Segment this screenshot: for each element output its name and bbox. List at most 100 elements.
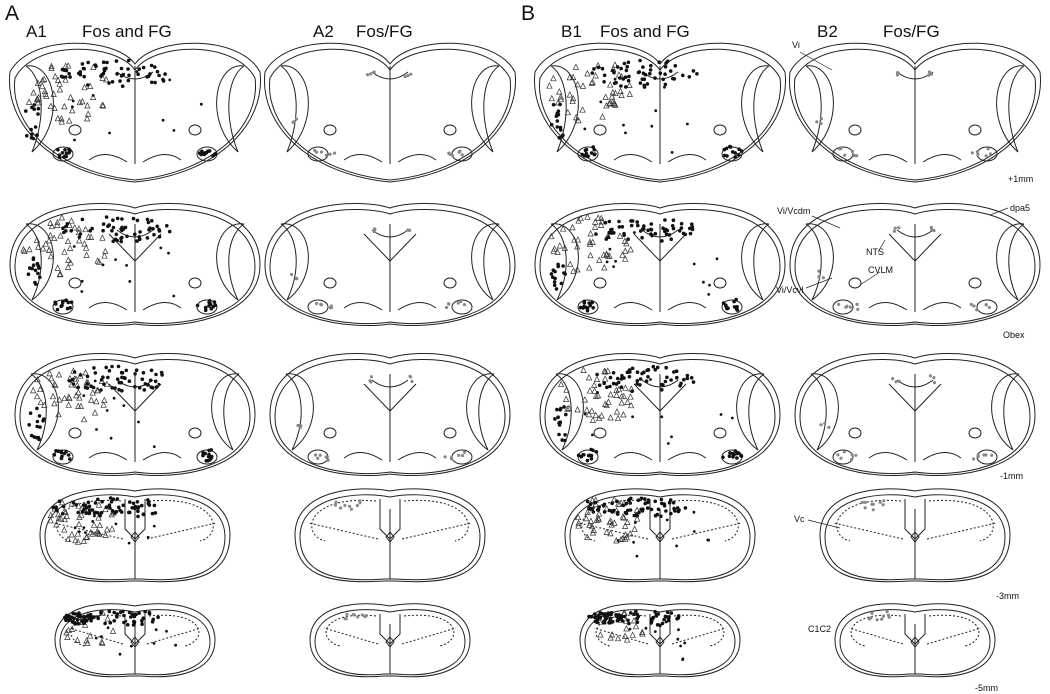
fos-marker: [609, 228, 613, 232]
fos-marker: [646, 228, 650, 233]
fg-marker: [606, 252, 613, 259]
fg-marker: [565, 404, 573, 411]
fos-marker: [649, 621, 653, 625]
fg-marker: [46, 369, 53, 377]
fos-marker: [644, 626, 648, 630]
fos-marker: [689, 376, 694, 380]
fos-marker: [117, 380, 122, 385]
fos-marker: [115, 497, 120, 501]
fos-marker: [76, 621, 81, 626]
double-label-marker: [462, 450, 467, 454]
fos-marker: [552, 280, 557, 284]
double-label-marker: [345, 612, 349, 617]
fos-marker: [651, 616, 655, 621]
fos-marker: [579, 454, 583, 459]
fos-marker: [733, 155, 737, 159]
fos-marker: [633, 521, 637, 524]
fos-marker: [639, 507, 643, 512]
fg-marker: [34, 375, 41, 383]
fos-marker: [104, 66, 108, 71]
fos-marker: [199, 102, 203, 106]
fg-marker: [622, 255, 629, 262]
fg-marker: [607, 414, 614, 421]
markers-a2-plus1mm: [291, 70, 464, 157]
fos-marker: [602, 73, 607, 78]
fg-marker: [47, 219, 54, 226]
fos-marker: [708, 283, 711, 287]
fos-marker: [592, 147, 596, 152]
double-label-marker: [878, 500, 882, 504]
fos-marker: [174, 643, 178, 647]
fos-marker: [112, 619, 116, 623]
fos-marker: [140, 377, 145, 382]
fos-marker: [651, 364, 656, 369]
fg-marker: [613, 386, 620, 393]
fg-marker: [80, 537, 87, 544]
fos-marker: [628, 627, 632, 631]
fos-marker: [146, 383, 150, 387]
fg-marker: [639, 630, 646, 637]
double-label-marker: [314, 150, 319, 154]
fg-marker: [47, 231, 54, 239]
fos-marker: [157, 227, 161, 232]
double-label-marker: [837, 302, 841, 306]
fos-marker: [632, 612, 636, 616]
fg-marker: [589, 496, 596, 504]
fg-marker: [555, 99, 562, 106]
double-label-marker: [881, 503, 885, 507]
fos-marker: [213, 303, 217, 308]
fos-marker: [653, 513, 658, 518]
fg-marker: [99, 74, 106, 81]
fos-marker: [32, 103, 36, 107]
fos-marker: [662, 502, 667, 506]
fos-marker: [72, 245, 76, 248]
double-label-marker: [291, 120, 295, 124]
fos-marker: [81, 66, 86, 71]
fos-marker: [685, 373, 690, 378]
fg-marker: [559, 225, 567, 232]
markers-a2-minus3mm: [333, 499, 362, 511]
fos-marker: [60, 303, 64, 308]
fos-marker: [730, 150, 735, 154]
fos-marker: [675, 375, 679, 380]
fos-marker: [65, 222, 70, 226]
column-title-b1: Fos and FG: [600, 22, 690, 41]
fos-marker: [671, 218, 676, 222]
fos-marker: [649, 227, 653, 232]
fg-marker: [82, 225, 89, 233]
fos-marker: [167, 229, 172, 234]
fos-marker: [107, 609, 112, 614]
fos-marker: [152, 503, 157, 508]
fg-marker: [613, 391, 620, 398]
fos-marker: [608, 619, 612, 623]
double-label-marker: [456, 301, 460, 305]
fg-marker: [109, 627, 117, 634]
markers-b2-minus3mm: [860, 499, 886, 512]
fos-marker: [152, 445, 156, 448]
fos-marker: [626, 60, 631, 65]
fos-marker: [148, 226, 152, 230]
fos-marker: [84, 531, 87, 534]
fg-marker: [103, 380, 111, 388]
fos-marker: [599, 100, 603, 104]
fos-marker: [87, 511, 92, 516]
fg-marker: [564, 108, 571, 116]
fos-marker: [80, 619, 84, 623]
fos-marker: [596, 391, 599, 394]
fos-marker: [137, 67, 141, 71]
fos-marker: [107, 503, 112, 508]
double-label-marker: [315, 301, 319, 306]
markers-a2-minus1mm: [296, 374, 467, 462]
fos-marker: [149, 368, 154, 373]
fos-marker: [137, 420, 140, 424]
fos-marker: [646, 375, 650, 379]
fg-marker: [89, 93, 97, 100]
fg-marker: [76, 394, 83, 401]
fos-marker: [666, 616, 671, 620]
fos-marker: [591, 433, 594, 437]
fos-marker: [35, 261, 40, 266]
fos-marker: [125, 623, 130, 627]
anno-nts: NTS: [866, 247, 884, 257]
fg-marker: [621, 522, 629, 529]
